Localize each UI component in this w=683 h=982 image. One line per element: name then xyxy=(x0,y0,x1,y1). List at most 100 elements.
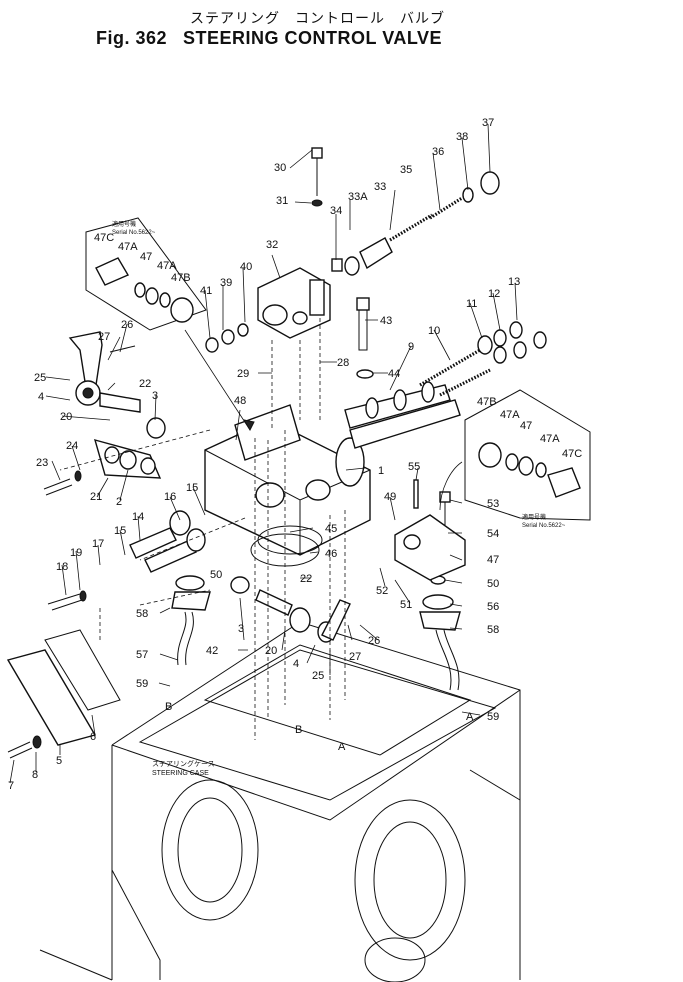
figure-number: Fig. 362 xyxy=(96,28,168,48)
inset-left-47A-1: 47A xyxy=(118,241,138,253)
part-number-labels: 30 31 33A 33 35 36 38 37 34 32 39 40 41 … xyxy=(8,117,520,792)
inset-right-note-serial: Serial No.5622~ xyxy=(522,523,566,529)
label-58b: 58 xyxy=(487,624,499,636)
label-7: 7 xyxy=(8,780,14,792)
inset-left-47A-2: 47A xyxy=(157,260,177,272)
block-47 xyxy=(394,479,466,581)
label-45: 45 xyxy=(325,523,337,535)
spring-10a xyxy=(419,348,481,387)
label-57: 57 xyxy=(136,649,148,661)
figure-title: Fig. 362 STEERING CONTROL VALVE xyxy=(96,28,442,49)
label-14: 14 xyxy=(132,511,144,523)
marker-A-right: A xyxy=(466,711,474,723)
label-24: 24 xyxy=(66,440,78,452)
valve-body xyxy=(204,404,371,556)
label-20a: 20 xyxy=(60,411,72,423)
steering-case xyxy=(39,621,521,982)
label-10: 10 xyxy=(428,325,440,337)
leader-lines xyxy=(9,123,518,784)
label-16: 16 xyxy=(164,491,176,503)
label-11: 11 xyxy=(466,298,477,310)
label-23: 23 xyxy=(36,457,48,469)
pipe-right xyxy=(419,575,461,691)
label-30: 30 xyxy=(274,162,286,174)
bolt-30 xyxy=(311,147,323,207)
marker-B-case: B xyxy=(295,724,302,736)
lever-lower xyxy=(230,576,351,643)
label-19: 19 xyxy=(70,547,82,559)
label-29: 29 xyxy=(237,368,249,380)
inset-right-47B: 47B xyxy=(477,396,497,408)
label-33A: 33A xyxy=(348,191,368,203)
sleeves xyxy=(129,510,206,573)
label-3a: 3 xyxy=(152,390,158,402)
label-3b: 3 xyxy=(238,623,244,635)
block-32 xyxy=(257,267,331,339)
label-8: 8 xyxy=(32,769,38,781)
label-12: 12 xyxy=(488,288,500,300)
label-50b: 50 xyxy=(210,569,222,581)
marker-B-left: B xyxy=(165,701,172,713)
inset-right-47A-1: 47A xyxy=(500,409,520,421)
label-15b: 15 xyxy=(114,525,126,537)
guide-lines xyxy=(59,318,346,740)
label-59a: 59 xyxy=(136,678,148,690)
label-56: 56 xyxy=(487,601,499,613)
label-20b: 20 xyxy=(265,645,277,657)
label-4b: 4 xyxy=(293,658,299,670)
label-21: 21 xyxy=(90,491,102,503)
label-5: 5 xyxy=(56,755,62,767)
label-31: 31 xyxy=(276,195,288,207)
label-22a: 22 xyxy=(139,378,151,390)
label-15a: 15 xyxy=(186,482,198,494)
label-47: 47 xyxy=(487,554,499,566)
label-1: 1 xyxy=(378,465,384,477)
label-51: 51 xyxy=(400,599,412,611)
label-25b: 25 xyxy=(312,670,324,682)
label-2: 2 xyxy=(116,496,122,508)
spring-35 xyxy=(389,213,433,242)
label-26b: 26 xyxy=(368,635,380,647)
inset-right-47: 47 xyxy=(520,420,532,432)
label-34: 34 xyxy=(330,205,342,217)
spring-36 xyxy=(429,196,463,220)
pipe-left xyxy=(171,575,211,666)
inset-right-47C: 47C xyxy=(562,448,582,460)
rings-right xyxy=(462,171,547,364)
label-37: 37 xyxy=(482,117,494,129)
label-40: 40 xyxy=(240,261,252,273)
inset-right-note-jp: 適用号機 xyxy=(522,513,546,521)
label-52: 52 xyxy=(376,585,388,597)
label-27a: 27 xyxy=(98,331,110,343)
label-55: 55 xyxy=(408,461,420,473)
case-label-en: STEERING CASE xyxy=(152,770,209,777)
label-58a: 58 xyxy=(136,608,148,620)
label-27b: 27 xyxy=(349,651,361,663)
label-35: 35 xyxy=(400,164,412,176)
bracket-21 xyxy=(93,438,162,479)
inset-left xyxy=(85,217,255,432)
label-46: 46 xyxy=(325,548,337,560)
label-50a: 50 xyxy=(487,578,499,590)
piston-33 xyxy=(331,237,393,276)
label-54: 54 xyxy=(487,528,499,540)
inset-left-47B: 47B xyxy=(171,272,191,284)
label-39: 39 xyxy=(220,277,232,289)
figure-name: STEERING CONTROL VALVE xyxy=(183,28,443,48)
label-53: 53 xyxy=(487,498,499,510)
label-22b: 22 xyxy=(300,573,312,585)
inset-left-note-serial: Serial No.5622~ xyxy=(112,230,156,236)
lever-upper xyxy=(68,331,166,439)
inset-right-47A-2: 47A xyxy=(540,433,560,445)
label-9: 9 xyxy=(408,341,414,353)
label-26a: 26 xyxy=(121,319,133,331)
inset-left-47: 47 xyxy=(140,251,152,263)
label-38: 38 xyxy=(456,131,468,143)
label-33: 33 xyxy=(374,181,386,193)
inset-right xyxy=(439,389,591,521)
label-17: 17 xyxy=(92,538,104,550)
cover-plate xyxy=(6,629,121,746)
label-25a: 25 xyxy=(34,372,46,384)
inset-left-47C: 47C xyxy=(94,232,114,244)
